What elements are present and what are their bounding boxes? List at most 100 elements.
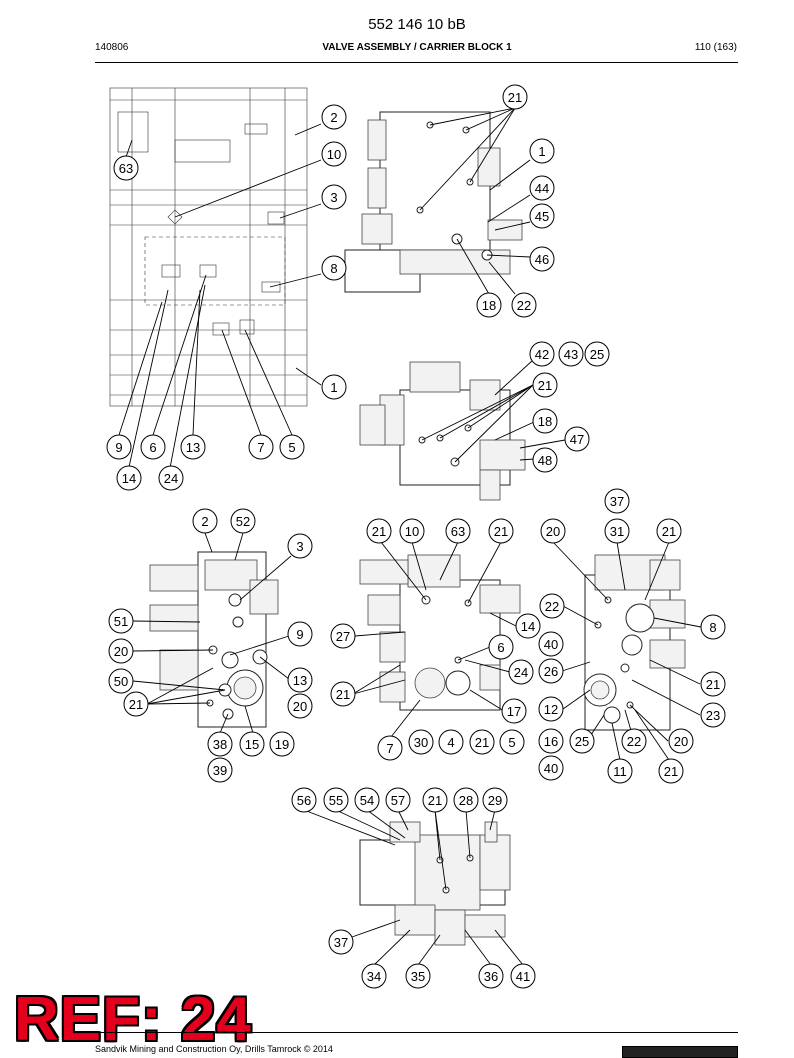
callout-number: 29 xyxy=(488,793,502,808)
callout-21: 21 xyxy=(656,518,682,544)
callout-21: 21 xyxy=(532,372,558,398)
callout-bubble xyxy=(330,681,356,707)
callout-bubble xyxy=(291,787,317,813)
callout-bubble xyxy=(508,659,534,685)
callout-24: 24 xyxy=(158,465,184,491)
callout-number: 10 xyxy=(327,147,341,162)
callout-bubble xyxy=(445,518,471,544)
callout-number: 2 xyxy=(201,514,208,529)
valve-view-front-right xyxy=(583,554,686,731)
callout-16: 16 xyxy=(538,728,564,754)
callout-bubble xyxy=(230,508,256,534)
callout-bubble xyxy=(279,434,305,460)
callout-bubble xyxy=(469,729,495,755)
callout-bubble xyxy=(385,787,411,813)
callout-55: 55 xyxy=(323,787,349,813)
callout-bubble xyxy=(321,141,347,167)
callout-bubble xyxy=(330,623,356,649)
callout-number: 20 xyxy=(546,524,560,539)
callout-number: 21 xyxy=(336,687,350,702)
callout-number: 40 xyxy=(544,637,558,652)
ref-stamp: REF: 24 xyxy=(14,985,252,1054)
callout-number: 20 xyxy=(293,699,307,714)
callout-number: 57 xyxy=(391,793,405,808)
callout-number: 5 xyxy=(508,735,515,750)
callout-18: 18 xyxy=(476,292,502,318)
callout-bubble xyxy=(621,728,647,754)
callout-bubble xyxy=(532,447,558,473)
callout-number: 3 xyxy=(330,190,337,205)
callout-8: 8 xyxy=(700,614,726,640)
callout-4: 4 xyxy=(438,729,464,755)
callout-number: 24 xyxy=(514,665,528,680)
callout-number: 42 xyxy=(535,347,549,362)
callout-1: 1 xyxy=(529,138,555,164)
callout-bubble xyxy=(510,963,536,989)
callout-bubble xyxy=(287,621,313,647)
footer-divider xyxy=(95,1032,738,1033)
callout-31: 31 xyxy=(604,518,630,544)
callout-bubble xyxy=(207,731,233,757)
callout-bubble xyxy=(511,292,537,318)
callout-48: 48 xyxy=(532,447,558,473)
callout-bubble xyxy=(287,693,313,719)
callout-bubble xyxy=(538,658,564,684)
date-code: 140806 xyxy=(95,42,129,53)
callout-57: 57 xyxy=(385,787,411,813)
callout-bubble xyxy=(488,518,514,544)
callout-bubble xyxy=(529,341,555,367)
callout-bubble xyxy=(700,614,726,640)
callout-23: 23 xyxy=(700,702,726,728)
callout-bubble xyxy=(529,138,555,164)
callout-8: 8 xyxy=(321,255,347,281)
callout-number: 13 xyxy=(186,440,200,455)
callout-11: 11 xyxy=(607,758,633,784)
callout-number: 7 xyxy=(257,440,264,455)
callout-number: 38 xyxy=(213,737,227,752)
callout-number: 43 xyxy=(564,347,578,362)
callout-number: 27 xyxy=(336,629,350,644)
callout-number: 2 xyxy=(330,110,337,125)
callout-5: 5 xyxy=(499,729,525,755)
leader-lines xyxy=(118,107,702,966)
callout-number: 52 xyxy=(236,514,250,529)
callout-13: 13 xyxy=(180,434,206,460)
callout-10: 10 xyxy=(321,141,347,167)
callout-14: 14 xyxy=(515,613,541,639)
callout-3: 3 xyxy=(321,184,347,210)
callout-number: 21 xyxy=(428,793,442,808)
callout-13: 13 xyxy=(287,667,313,693)
callout-number: 41 xyxy=(516,969,530,984)
callout-12: 12 xyxy=(538,696,564,722)
callout-21: 21 xyxy=(658,758,684,784)
callout-bubble xyxy=(323,787,349,813)
valve-view-front-left xyxy=(149,551,279,728)
callout-number: 21 xyxy=(664,764,678,779)
callout-number: 31 xyxy=(610,524,624,539)
callout-bubble xyxy=(656,518,682,544)
callout-bubble xyxy=(476,292,502,318)
callout-number: 39 xyxy=(213,763,227,778)
callout-number: 56 xyxy=(297,793,311,808)
callout-number: 21 xyxy=(538,378,552,393)
callout-number: 63 xyxy=(119,161,133,176)
callout-17: 17 xyxy=(501,698,527,724)
callout-bubble xyxy=(321,255,347,281)
callout-number: 28 xyxy=(459,793,473,808)
callout-bubble xyxy=(538,755,564,781)
callout-number: 63 xyxy=(451,524,465,539)
callout-number: 7 xyxy=(386,741,393,756)
callout-number: 40 xyxy=(544,761,558,776)
callout-number: 36 xyxy=(484,969,498,984)
callout-number: 21 xyxy=(129,697,143,712)
callout-42: 42 xyxy=(529,341,555,367)
callout-number: 4 xyxy=(447,735,454,750)
callout-21: 21 xyxy=(488,518,514,544)
callout-bubble xyxy=(478,963,504,989)
callout-bubble xyxy=(239,731,265,757)
callout-10: 10 xyxy=(399,518,425,544)
callout-bubble xyxy=(399,518,425,544)
callout-6: 6 xyxy=(488,634,514,660)
valve-view-side-b xyxy=(359,361,526,501)
callout-bubble xyxy=(604,488,630,514)
